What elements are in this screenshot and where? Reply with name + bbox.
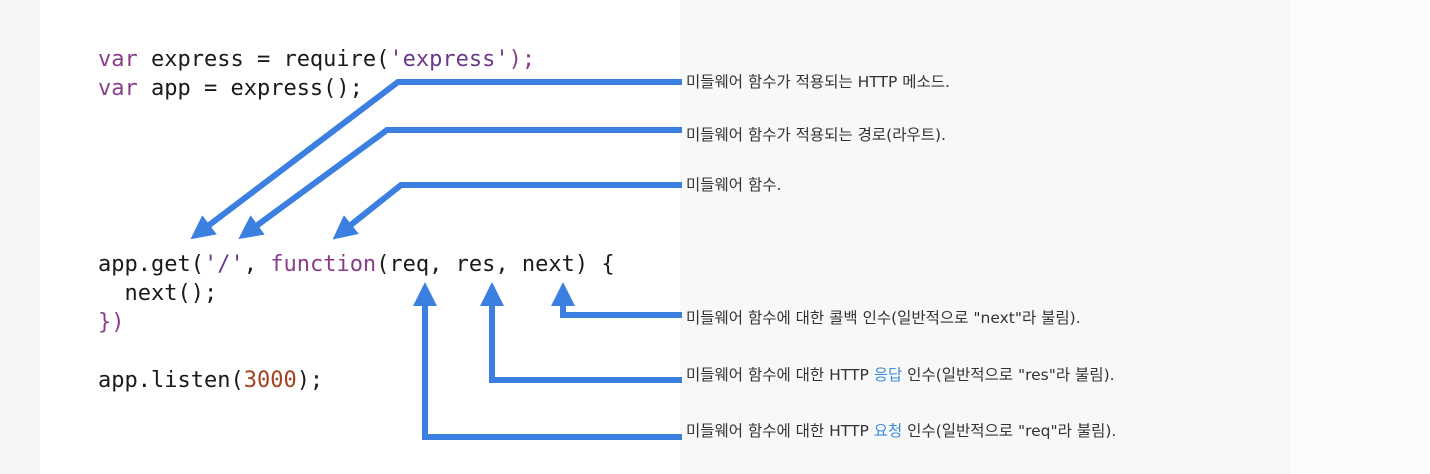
code-line-5: }) bbox=[98, 310, 125, 335]
label-res: 미들웨어 함수에 대한 HTTP 응답 인수(일반적으로 "res"라 불림). bbox=[686, 366, 1115, 384]
arrow-req bbox=[413, 282, 682, 440]
arrow-middleware-function bbox=[332, 182, 682, 240]
label-path: 미들웨어 함수가 적용되는 경로(라우트). bbox=[686, 126, 946, 144]
label-next: 미들웨어 함수에 대한 콜백 인수(일반적으로 "next"라 불림). bbox=[686, 309, 1081, 327]
code-line-2: var app = express(); bbox=[98, 76, 363, 101]
label-middleware-function: 미들웨어 함수. bbox=[686, 176, 782, 194]
arrow-next bbox=[551, 282, 682, 318]
arrow-path bbox=[238, 127, 682, 240]
link-response[interactable]: 응답 bbox=[873, 366, 903, 384]
arrow-http-method bbox=[190, 79, 682, 240]
link-request[interactable]: 요청 bbox=[873, 422, 903, 440]
code-line-3: app.get('/', function(req, res, next) { bbox=[98, 252, 615, 277]
label-http-method: 미들웨어 함수가 적용되는 HTTP 메소드. bbox=[686, 73, 950, 91]
code-line-4: next(); bbox=[98, 281, 218, 306]
annotation-panel bbox=[680, 0, 1290, 474]
code-line-6: app.listen(3000); bbox=[98, 368, 324, 393]
background-margin bbox=[1290, 0, 1430, 474]
label-req: 미들웨어 함수에 대한 HTTP 요청 인수(일반적으로 "req"라 불림). bbox=[686, 422, 1117, 440]
arrow-res bbox=[480, 282, 682, 383]
code-line-1: var express = require('express'); bbox=[98, 47, 536, 72]
